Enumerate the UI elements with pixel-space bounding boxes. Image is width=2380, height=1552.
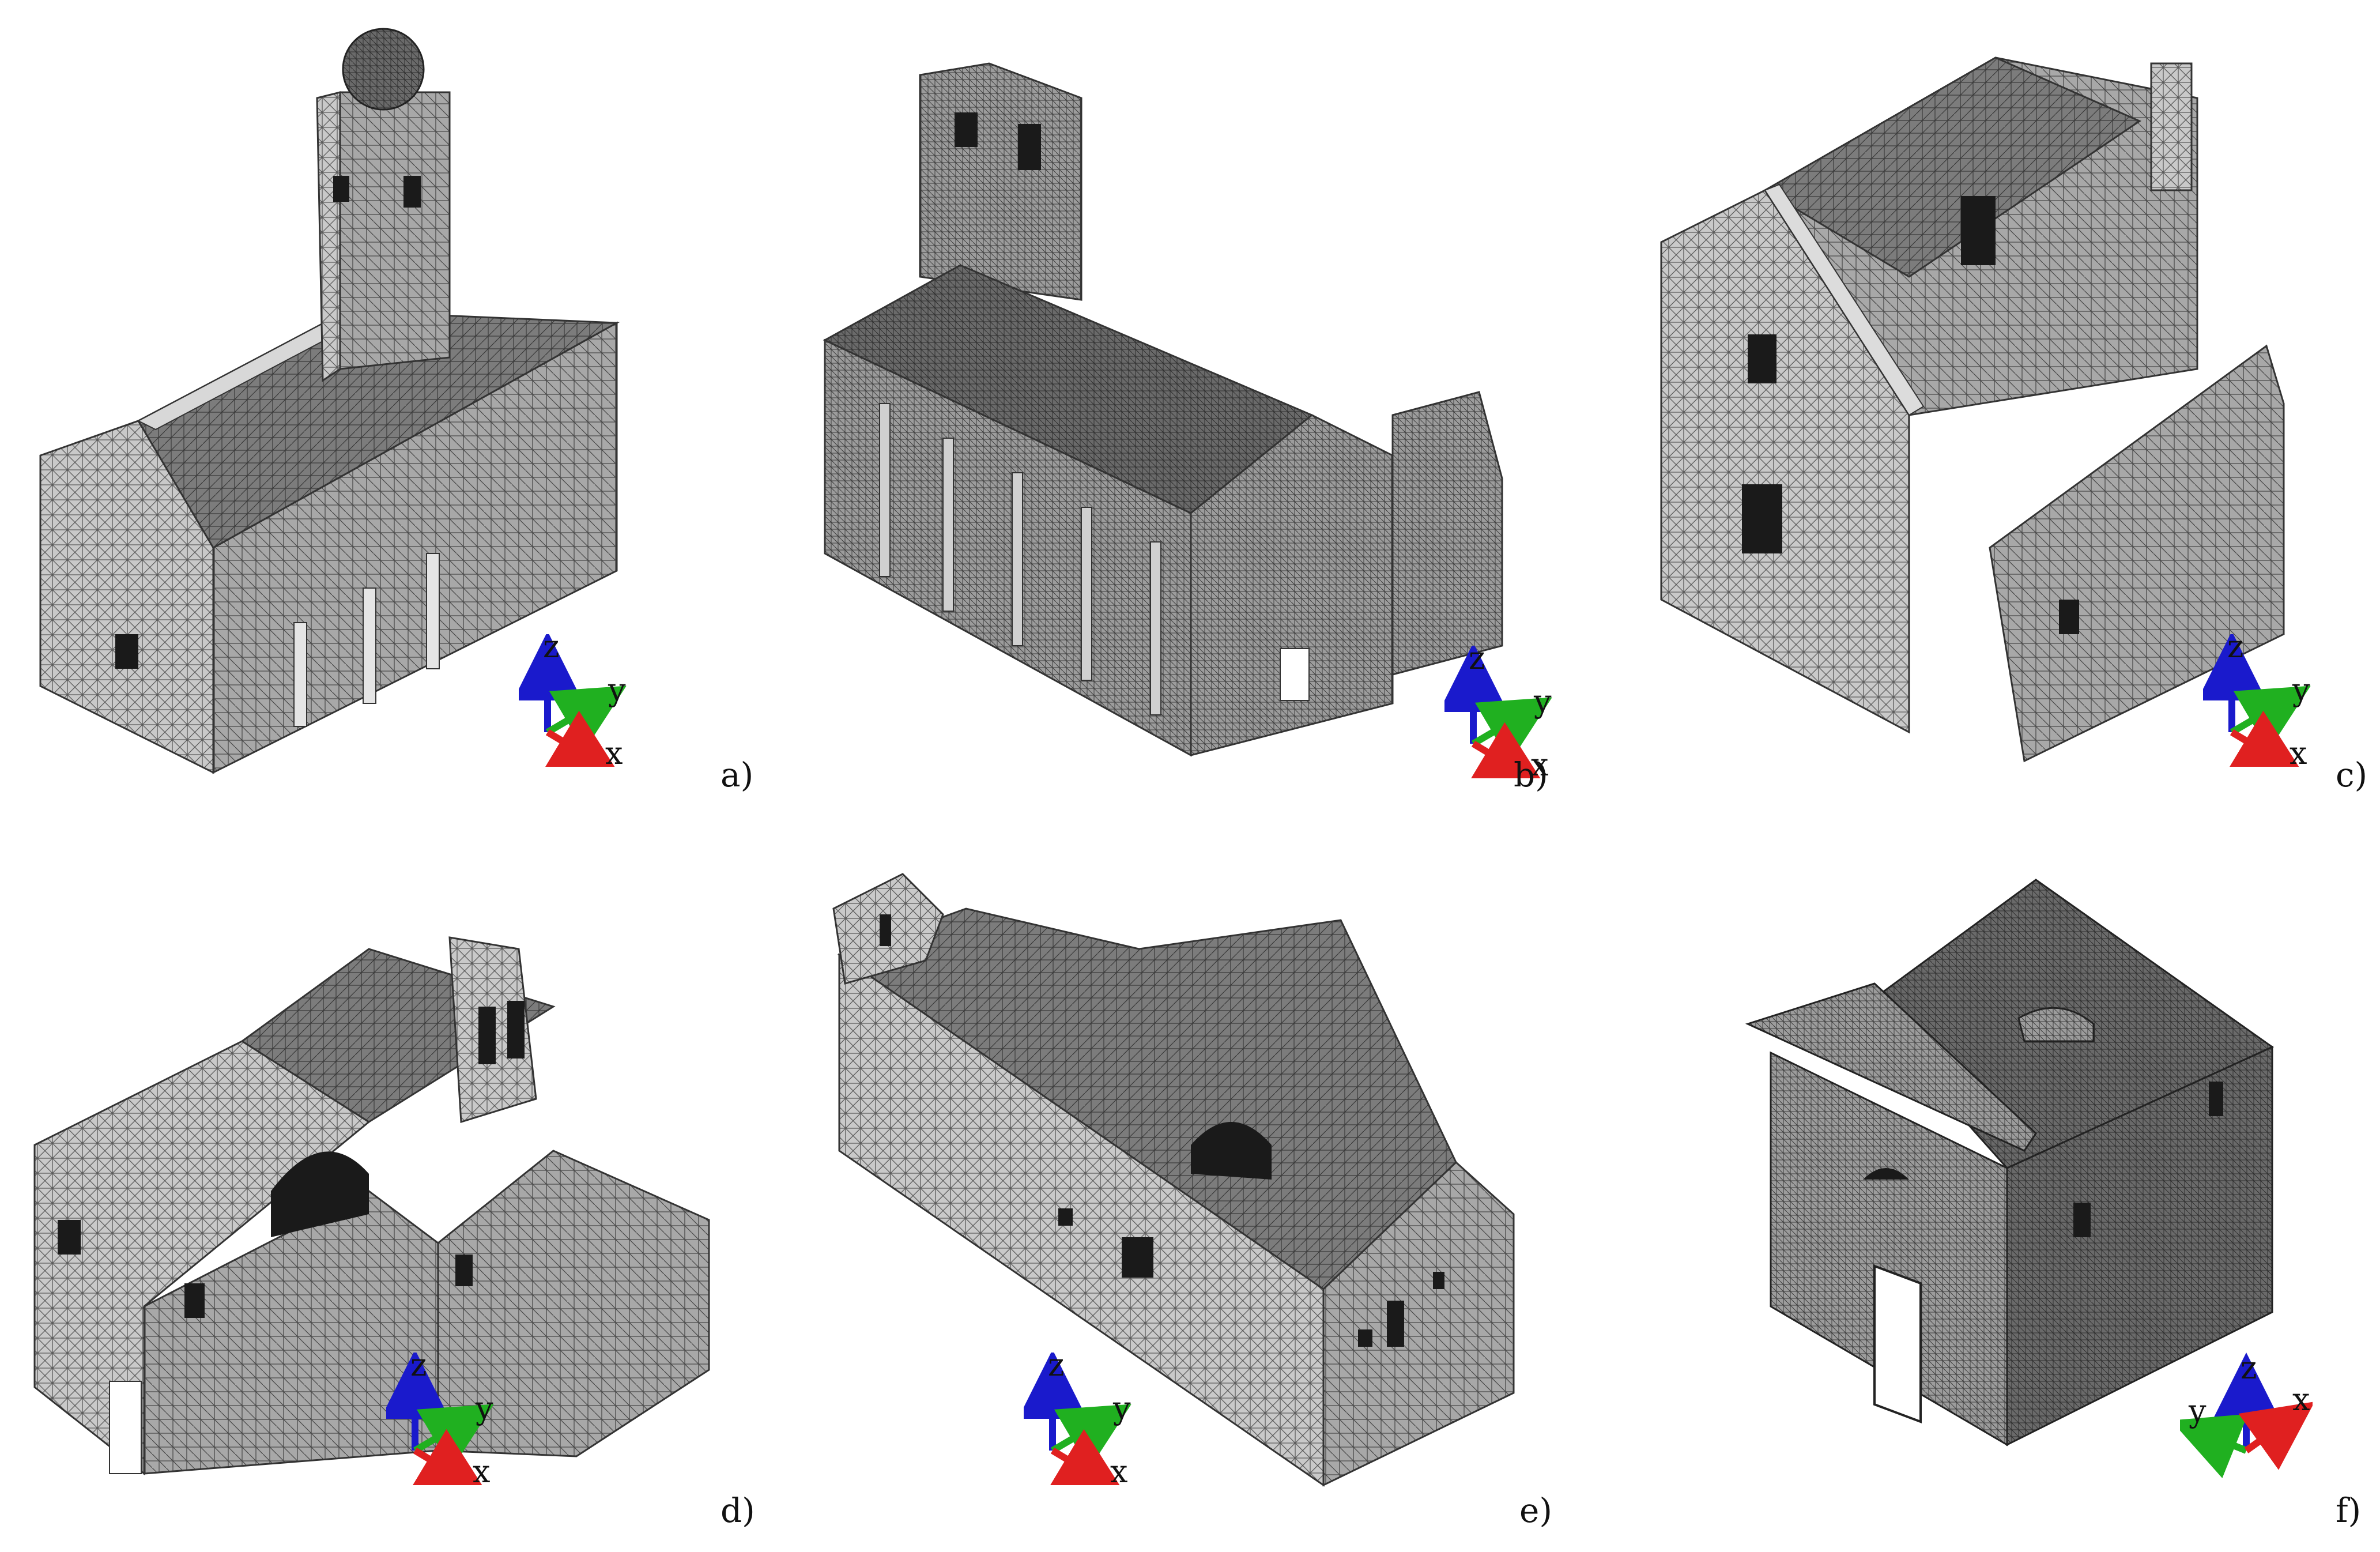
axis-label-x: x bbox=[473, 1453, 490, 1485]
church-model-f bbox=[1745, 879, 2274, 1446]
axis-label-x: x bbox=[2290, 735, 2307, 767]
panel-label-f: f) bbox=[2336, 1491, 2362, 1530]
church-model-d bbox=[33, 936, 710, 1476]
axis-triad-a: z y x bbox=[519, 634, 627, 767]
axis-label-z: z bbox=[543, 634, 559, 665]
axis-triad-d: z y x bbox=[386, 1353, 494, 1485]
panel-d: z y x d) bbox=[0, 776, 793, 1552]
panel-label-c: c) bbox=[2336, 755, 2368, 794]
axis-label-x: x bbox=[605, 735, 623, 767]
panel-a: z y x a) bbox=[0, 0, 793, 794]
axis-label-x: x bbox=[2292, 1381, 2310, 1418]
church-model-b bbox=[823, 62, 1503, 757]
axis-label-y: y bbox=[1533, 683, 1552, 720]
axis-label-y: y bbox=[2188, 1393, 2207, 1429]
panel-label-e: e) bbox=[1519, 1491, 1552, 1530]
panel-e: z y x e) bbox=[793, 776, 1586, 1552]
panel-label-d: d) bbox=[721, 1491, 755, 1530]
panel-f: z y x f) bbox=[1586, 776, 2380, 1552]
panel-b: z y x b) bbox=[793, 0, 1586, 794]
axis-label-z: z bbox=[410, 1353, 427, 1383]
axis-triad-b: z y x bbox=[1444, 646, 1552, 778]
panel-label-b: b) bbox=[1514, 755, 1548, 794]
church-model-e bbox=[832, 873, 1515, 1487]
axis-label-z: z bbox=[1469, 646, 1485, 676]
church-model-c bbox=[1660, 56, 2285, 763]
church-model-a bbox=[39, 28, 620, 774]
axis-label-y: y bbox=[2292, 672, 2310, 708]
panel-label-a: a) bbox=[721, 755, 754, 794]
axis-label-y: y bbox=[608, 672, 626, 708]
axis-label-z: z bbox=[1048, 1353, 1064, 1383]
axis-triad-f: z y x bbox=[2180, 1353, 2313, 1478]
axis-label-x: x bbox=[1110, 1453, 1127, 1485]
axis-label-y: y bbox=[475, 1390, 493, 1426]
axis-triad-e: z y x bbox=[1024, 1353, 1131, 1485]
panel-c: z y x c) bbox=[1586, 0, 2380, 794]
axis-triad-c: z y x bbox=[2203, 634, 2311, 767]
axis-label-x: x bbox=[1531, 747, 1548, 778]
axis-label-z: z bbox=[2227, 634, 2243, 665]
axis-label-y: y bbox=[1112, 1390, 1131, 1426]
axis-label-z: z bbox=[2241, 1353, 2257, 1386]
